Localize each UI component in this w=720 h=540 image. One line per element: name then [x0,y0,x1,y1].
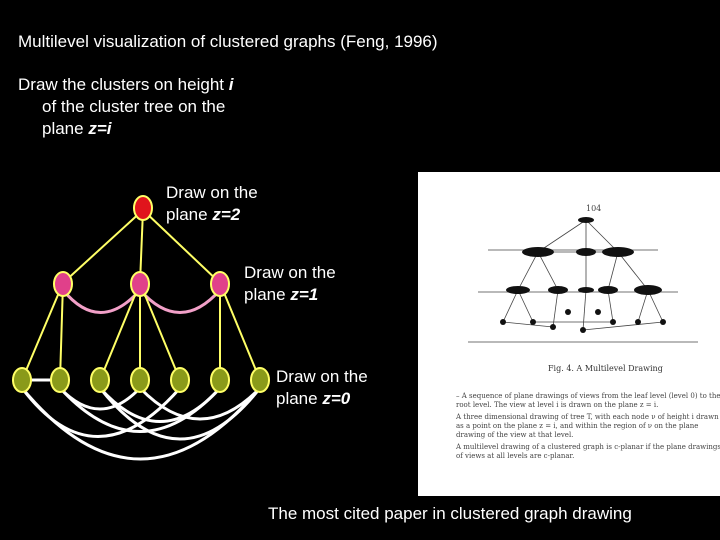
mid-node [210,271,230,297]
leaf-edge [58,386,222,433]
mid-node [130,271,150,297]
tree-edge [139,209,144,284]
paper-figure-caption: Fig. 4. A Multilevel Drawing [548,364,663,373]
leaf-edge [138,386,262,421]
annotation-z2: Draw on the plane z=2 [166,183,258,224]
bullet-line-2: of the cluster tree on the [42,97,226,116]
leaf-node [170,367,190,393]
tree-edge [219,282,261,381]
bullet-var-z: z=i [88,119,112,138]
leaf-nodes [12,367,270,393]
leaf-node [90,367,110,393]
tree-edges [21,209,261,381]
mid-node [53,271,73,297]
leaf-edges [20,378,262,461]
paper-figure-scan: 104 [418,172,720,496]
tree-edge [59,282,64,381]
bullet-var-i: i [228,75,234,94]
tree-edge [62,209,144,284]
tree-edge [142,209,221,284]
root-node [133,195,153,221]
annotation-z0: Draw on the plane z=0 [276,367,368,408]
tree-edge [139,282,181,381]
bullet-text: Draw the clusters on height i of the clu… [18,74,233,140]
annotation-var: z=2 [212,205,241,224]
leaf-edge [20,387,262,461]
bullet-line-1: Draw the clusters on height i [18,75,234,94]
mid-edge [61,289,142,314]
annotation-z1: Draw on the plane z=1 [244,263,336,304]
annotation-var: z=0 [322,389,351,408]
paper-3d-drawing [468,217,698,343]
paper-body-text: – A sequence of plane drawings of views … [456,392,720,460]
paper-page-number: 104 [586,204,602,213]
mid-edge [138,289,222,314]
leaf-node [130,367,150,393]
leaf-node [50,367,70,393]
tree-edge [99,282,141,381]
tree-edge [21,282,64,381]
leaf-node [12,367,32,393]
slide-title: Multilevel visualization of clustered gr… [18,32,438,51]
mid-nodes [53,271,230,297]
bullet-line-3: plane z=i [42,119,112,138]
mid-edges [61,289,222,314]
annotation-var: z=1 [290,285,319,304]
leaf-node [250,367,270,393]
paper-caption: The most cited paper in clustered graph … [268,504,632,523]
leaf-node [210,367,230,393]
